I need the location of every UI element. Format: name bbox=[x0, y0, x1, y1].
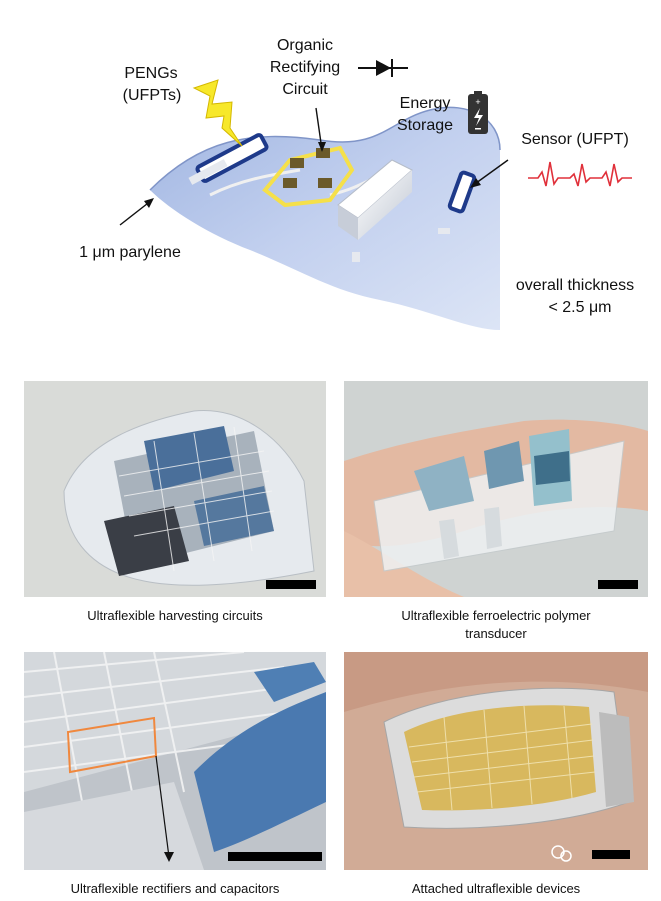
overall-thickness-label: overall thickness bbox=[515, 277, 635, 294]
svg-text:+: + bbox=[475, 97, 480, 107]
diode-icon bbox=[358, 59, 408, 77]
photo-harvesting-circuits bbox=[24, 381, 326, 597]
photo-rectifiers-capacitors bbox=[24, 652, 326, 870]
circuit-label: Circuit bbox=[282, 81, 328, 98]
sensor-device bbox=[438, 170, 477, 234]
battery-icon: + bbox=[468, 91, 488, 134]
caption-ferroelectric-transducer-line2: transducer bbox=[465, 626, 527, 641]
peng-device bbox=[188, 133, 269, 185]
harvesting-circuits-illustration bbox=[63, 410, 315, 586]
rectifying-label: Rectifying bbox=[269, 59, 341, 76]
rectifier-circuit bbox=[262, 145, 355, 208]
organic-label: Organic bbox=[276, 37, 334, 54]
ecg-waveform-icon bbox=[528, 161, 632, 187]
scale-bar bbox=[592, 850, 630, 859]
scale-bar bbox=[266, 580, 316, 589]
photo-ferroelectric-transducer bbox=[344, 381, 648, 597]
lightning-bolt-icon bbox=[192, 79, 243, 147]
energy-label: Energy bbox=[399, 95, 451, 112]
storage-label: Storage bbox=[396, 117, 454, 134]
ufpts-label: (UFPTs) bbox=[122, 87, 182, 104]
scale-bar bbox=[228, 852, 322, 861]
watermark-text: MEMS bbox=[600, 868, 636, 882]
energy-storage-block bbox=[337, 159, 413, 262]
system-schematic: + bbox=[119, 59, 632, 330]
scale-bar bbox=[598, 580, 638, 589]
parylene-label: 1 μm parylene bbox=[79, 244, 181, 261]
rectifiers-capacitors-illustration bbox=[24, 652, 326, 870]
caption-ferroelectric-transducer-line1: Ultraflexible ferroelectric polymer bbox=[401, 608, 591, 623]
ferroelectric-transducer-illustration bbox=[344, 419, 648, 597]
caption-rectifiers-capacitors: Ultraflexible rectifiers and capacitors bbox=[70, 881, 280, 896]
sensor-label: Sensor (UFPT) bbox=[521, 131, 629, 148]
thickness-value-label: < 2.5 μm bbox=[548, 299, 612, 316]
attached-devices-illustration bbox=[344, 652, 648, 870]
caption-attached-devices: Attached ultraflexible devices bbox=[411, 881, 581, 896]
pengs-label: PENGs bbox=[124, 65, 178, 82]
photo-attached-devices bbox=[344, 652, 648, 870]
caption-harvesting-circuits: Ultraflexible harvesting circuits bbox=[87, 608, 263, 623]
